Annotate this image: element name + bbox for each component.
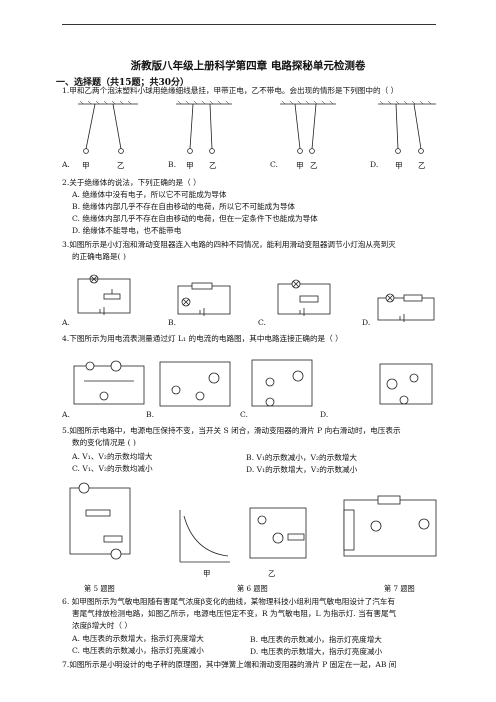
q1-label-a-jia: 甲 (82, 161, 90, 170)
q6-stem-line1: 6. 如甲图所示为气敏电阻随有害尾气浓度β变化的曲线，某物理科技小组利用气敏电阻… (62, 597, 395, 606)
fig6-jia-label: 甲 (203, 569, 211, 578)
q1-label-b-yi: 乙 (209, 161, 217, 170)
q4-label-d: D. (320, 410, 329, 419)
q1-label-c-yi: 乙 (310, 161, 318, 170)
q1-label-c-jia: 甲 (296, 161, 304, 170)
fig5-caption: 第 5 题图 (84, 584, 115, 593)
q5-option-a: A. V₁、V₂的示数均增大 (72, 452, 153, 461)
q6-option-b: B. 电压表的示数减小，指示灯亮度增大 (250, 635, 382, 644)
q5-option-b: B. V₁的示数减小，V₂的示数增大 (246, 453, 357, 462)
q3-stem-line1: 3.如图所示是小灯泡和滑动变阻器连入电路的四种不同情况，能利用滑动变阻器调节小灯… (62, 240, 396, 249)
q4-stem: 4.下图所示为用电流表测量通过灯 L₁ 的电流的电路图，其中电路连接正确的是（ … (62, 334, 343, 343)
q1-stem: 1.甲和乙两个泡沫塑料小球用绝缘细线悬挂，甲带正电，乙不带电。会出现的情形是下列… (62, 86, 399, 95)
q6-option-a: A. 电压表的示数增大，指示灯亮度增大 (72, 634, 204, 643)
q2-option-c: C. 绝缘体内部几乎不存在自由移动的电荷，但在一定条件下也能成为导体 (72, 214, 318, 223)
q6-option-c: C. 电压表的示数减小，指示灯亮度减小 (72, 646, 204, 655)
q1-label-b: B. (168, 160, 176, 169)
fig7-caption: 第 7 题图 (384, 584, 415, 593)
q6-stem-line3: 浓度β增大时（ ） (72, 621, 132, 630)
q4-label-a: A. (62, 410, 70, 419)
fig6-yi-label: 乙 (268, 569, 276, 578)
q1-label-d-jia: 甲 (395, 161, 403, 170)
q3-stem-line2: 的正确电路是( ) (72, 252, 126, 261)
q4-label-c: C. (240, 410, 248, 419)
header-rule (62, 24, 436, 25)
q4-label-b: B. (146, 410, 154, 419)
q1-label-d: D. (370, 160, 379, 169)
q7-stem: 7.如图所示是小明设计的电子秤的原理图，其中弹簧上端和滑动变阻器的滑片 P 固定… (62, 660, 397, 669)
q1-label-b-jia: 甲 (186, 161, 194, 170)
q2-option-b: B. 绝缘体内部几乎不存在自由移动的电荷，所以它不可能成为导体 (72, 202, 296, 211)
q2-stem: 2.关于绝缘体的说法，下列正确的是（ ） (62, 178, 201, 187)
q3-label-c: C. (258, 318, 266, 327)
q2-option-d: D. 绝缘体不能导电，也不能带电 (72, 226, 182, 235)
q1-label-d-yi: 乙 (418, 161, 426, 170)
q1-label-c: C. (270, 160, 278, 169)
q5-option-c: C. V₁、V₂的示数均减小 (72, 464, 153, 473)
q1-label-a-yi: 乙 (117, 161, 125, 170)
fig6-caption: 第 6 题图 (237, 584, 268, 593)
q3-label-a: A. (62, 318, 70, 327)
q5-stem-line2: 数的变化情况是 ( ) (72, 438, 136, 447)
q3-label-d: D. (362, 318, 371, 327)
section-heading: 一、选择题（共15题；共30分） (56, 78, 190, 88)
q6-stem-line2: 害尾气排放检测电路，如图乙所示，电源电压恒定不变，R 为气敏电阻，L 为指示灯.… (72, 609, 397, 618)
q1-label-a: A. (62, 160, 70, 169)
q2-option-a: A. 绝缘体中没有电子，所以它不可能成为导体 (72, 190, 227, 199)
q3-label-b: B. (168, 318, 176, 327)
q6-option-d: D. 电压表的示数增大，指示灯亮度减小 (250, 647, 383, 656)
q5-stem-line1: 5.如图所示电路中，电源电压保持不变，当开关 S 闭合，滑动变阻器的滑片 P 向… (62, 426, 401, 435)
page-title: 浙教版八年级上册科学第四章 电路探秘单元检测卷 (130, 60, 366, 72)
q5-option-d: D. V₁的示数增大，V₂的示数减小 (246, 465, 358, 474)
